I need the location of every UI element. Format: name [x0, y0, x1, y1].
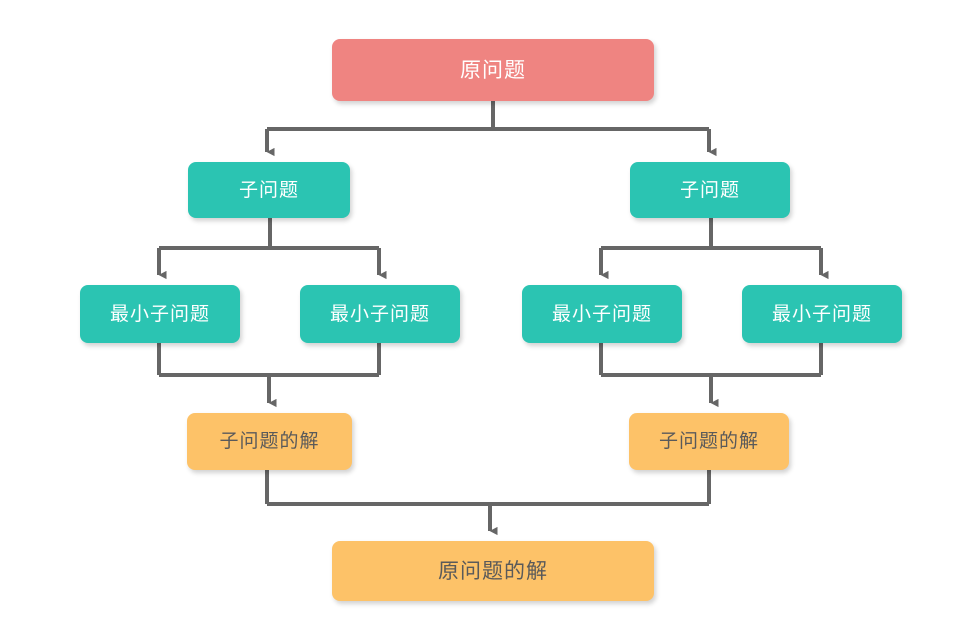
- node-label: 子问题: [679, 178, 740, 201]
- node-label: 最小子问题: [109, 302, 210, 325]
- node-subproblem-solution-right[interactable]: 子问题的解: [629, 413, 789, 470]
- node-minimal-subproblem-1[interactable]: 最小子问题: [80, 285, 240, 343]
- node-label: 原问题: [460, 57, 526, 82]
- node-original-problem-solution[interactable]: 原问题的解: [332, 541, 654, 601]
- node-subproblem-left[interactable]: 子问题: [188, 162, 350, 218]
- node-label: 最小子问题: [329, 302, 430, 325]
- node-minimal-subproblem-3[interactable]: 最小子问题: [522, 285, 682, 343]
- node-label: 最小子问题: [771, 302, 872, 325]
- node-minimal-subproblem-2[interactable]: 最小子问题: [300, 285, 460, 343]
- node-minimal-subproblem-4[interactable]: 最小子问题: [742, 285, 902, 343]
- node-label: 原问题的解: [438, 558, 548, 583]
- node-label: 子问题的解: [219, 430, 320, 452]
- node-label: 子问题的解: [658, 430, 759, 452]
- node-subproblem-solution-left[interactable]: 子问题的解: [187, 413, 352, 470]
- node-subproblem-right[interactable]: 子问题: [630, 162, 790, 218]
- node-original-problem[interactable]: 原问题: [332, 39, 654, 101]
- node-label: 最小子问题: [551, 302, 652, 325]
- node-label: 子问题: [238, 178, 299, 201]
